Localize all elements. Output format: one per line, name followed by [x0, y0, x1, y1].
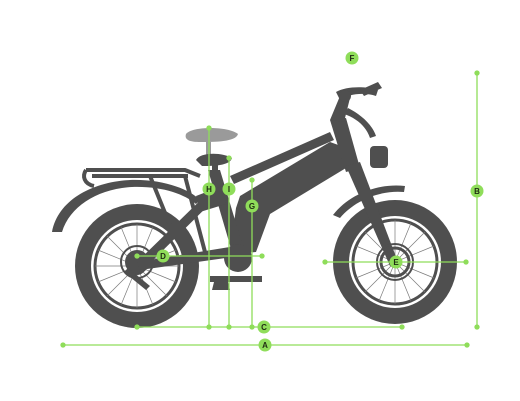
headlight: [370, 146, 388, 168]
badge-b: B: [470, 184, 484, 198]
badge-d: D: [156, 249, 170, 263]
badge-i: I: [222, 182, 236, 196]
badge-g: G: [245, 199, 259, 213]
handlebar: [330, 82, 382, 138]
badge-h: H: [202, 182, 216, 196]
svg-text:G: G: [249, 202, 255, 211]
svg-text:H: H: [206, 185, 212, 194]
badge-a: A: [258, 338, 272, 352]
badge-e: E: [389, 255, 403, 269]
ebike-silhouette: [52, 82, 457, 328]
svg-text:D: D: [160, 252, 166, 261]
rear-disc-brake: [120, 245, 154, 279]
badge-c: C: [257, 320, 271, 334]
badge-f: F: [345, 51, 359, 65]
svg-text:A: A: [262, 341, 268, 350]
svg-text:E: E: [393, 258, 399, 267]
rear-fender: [52, 179, 200, 232]
svg-text:I: I: [228, 185, 230, 194]
svg-text:C: C: [261, 323, 267, 332]
frame: [137, 118, 398, 290]
svg-text:F: F: [350, 54, 355, 63]
dimension-badges: A B C D E F G H: [156, 51, 484, 352]
svg-text:B: B: [474, 187, 480, 196]
